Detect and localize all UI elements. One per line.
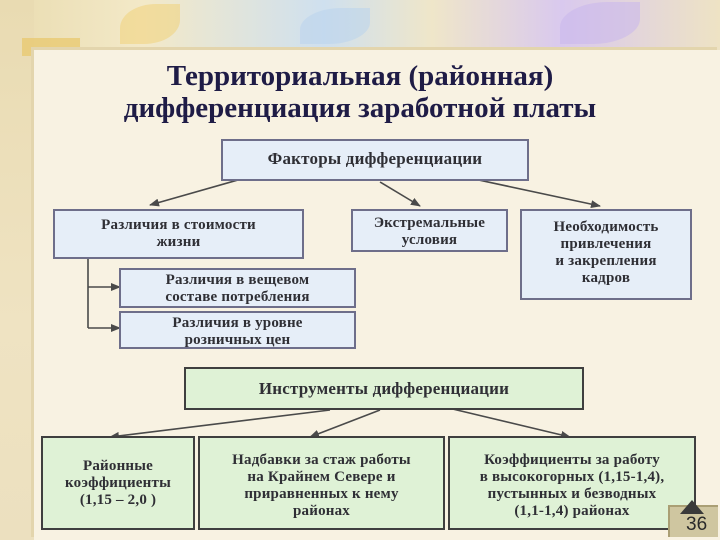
instrument-highland-box: Коэффициенты за работу в высокогорных (1…: [448, 436, 696, 530]
navigation-arrow-icon[interactable]: [680, 500, 704, 516]
factor-consumption-box: Различия в вещевом составе потребления: [119, 268, 356, 308]
factors-header-box: Факторы дифференциации: [221, 139, 529, 181]
instrument-regional-box: Районные коэффициенты (1,15 – 2,0 ): [41, 436, 195, 530]
decorative-left-strip: [0, 0, 34, 540]
page-number: 36: [686, 514, 708, 535]
factor-living-cost-box: Различия в стоимости жизни: [53, 209, 304, 259]
page-number-badge: [668, 505, 718, 537]
page-title-line-1: Территориальная (районная): [166, 60, 554, 92]
instruments-header-box: Инструменты дифференциации: [184, 367, 584, 410]
factor-retail-prices-box: Различия в уровне розничных цен: [119, 311, 356, 349]
factor-extreme-box: Экстремальные условия: [351, 209, 508, 252]
factor-staff-box: Необходимость привлечения и закрепления …: [520, 209, 692, 300]
page-title-line-2: дифференциация заработной платы: [123, 92, 597, 124]
instrument-north-box: Надбавки за стаж работы на Крайнем Север…: [198, 436, 445, 530]
